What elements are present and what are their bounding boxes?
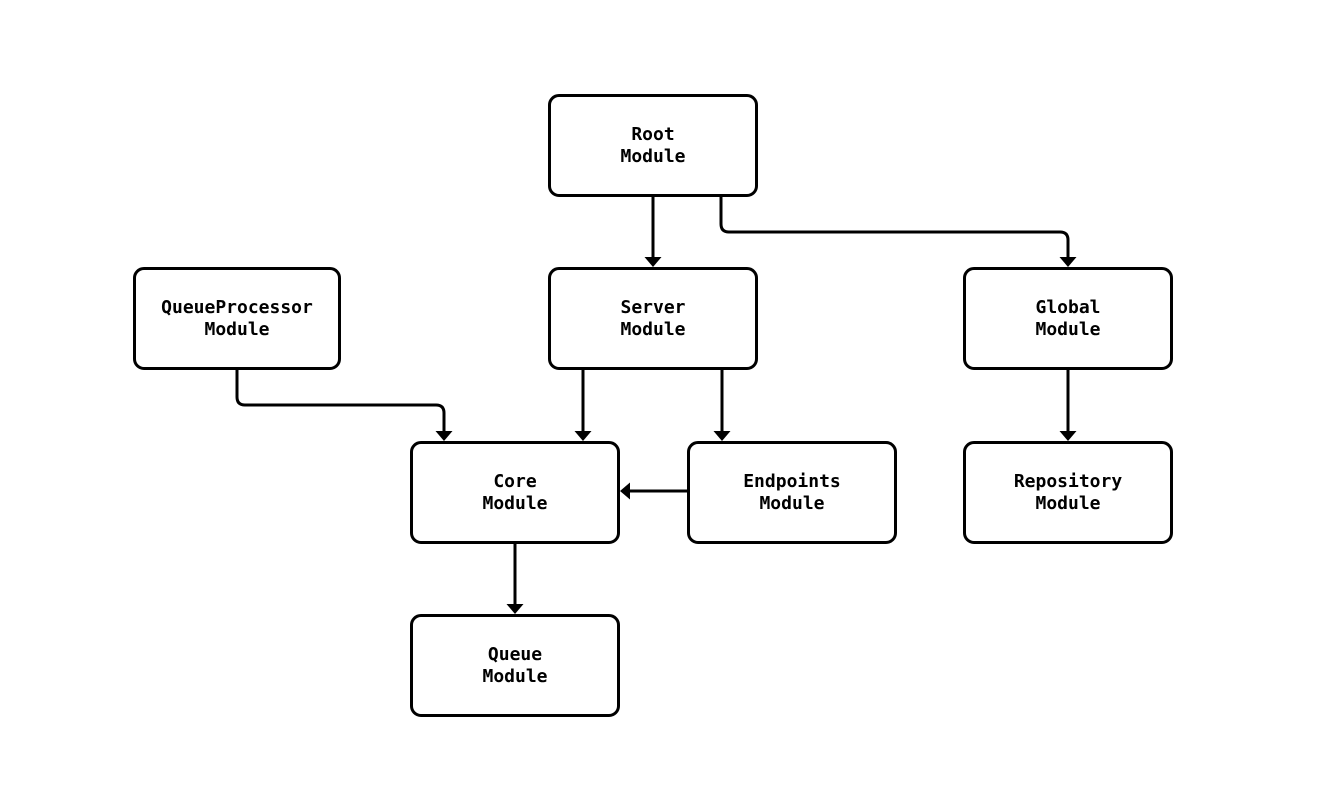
edge-queueprocessor-to-core xyxy=(235,370,446,432)
edge-root-to-global xyxy=(719,197,1070,258)
arrowhead-server-to-core xyxy=(574,431,592,441)
node-repository-label: Repository Module xyxy=(1013,470,1123,514)
arrowhead-server-to-endpoints xyxy=(713,431,731,441)
node-queue[interactable]: Queue Module xyxy=(410,614,620,717)
node-root[interactable]: Root Module xyxy=(548,94,758,197)
node-global[interactable]: Global Module xyxy=(963,267,1173,370)
arrowhead-core-to-queue xyxy=(506,604,524,614)
node-queue-label: Queue Module xyxy=(482,643,548,687)
node-endpoints-label: Endpoints Module xyxy=(743,470,841,514)
node-repository[interactable]: Repository Module xyxy=(963,441,1173,544)
arrowhead-global-to-repository xyxy=(1059,431,1077,441)
node-root-label: Root Module xyxy=(620,123,686,167)
node-queueprocessor[interactable]: QueueProcessor Module xyxy=(133,267,341,370)
node-queueprocessor-label: QueueProcessor Module xyxy=(161,296,313,340)
arrowhead-root-to-server xyxy=(644,257,662,267)
arrowhead-queueprocessor-to-core xyxy=(435,431,453,441)
node-core-label: Core Module xyxy=(482,470,548,514)
arrowhead-endpoints-to-core xyxy=(620,482,630,500)
node-server-label: Server Module xyxy=(620,296,686,340)
node-server[interactable]: Server Module xyxy=(548,267,758,370)
node-global-label: Global Module xyxy=(1035,296,1101,340)
arrowhead-root-to-global xyxy=(1059,257,1077,267)
node-core[interactable]: Core Module xyxy=(410,441,620,544)
node-endpoints[interactable]: Endpoints Module xyxy=(687,441,897,544)
